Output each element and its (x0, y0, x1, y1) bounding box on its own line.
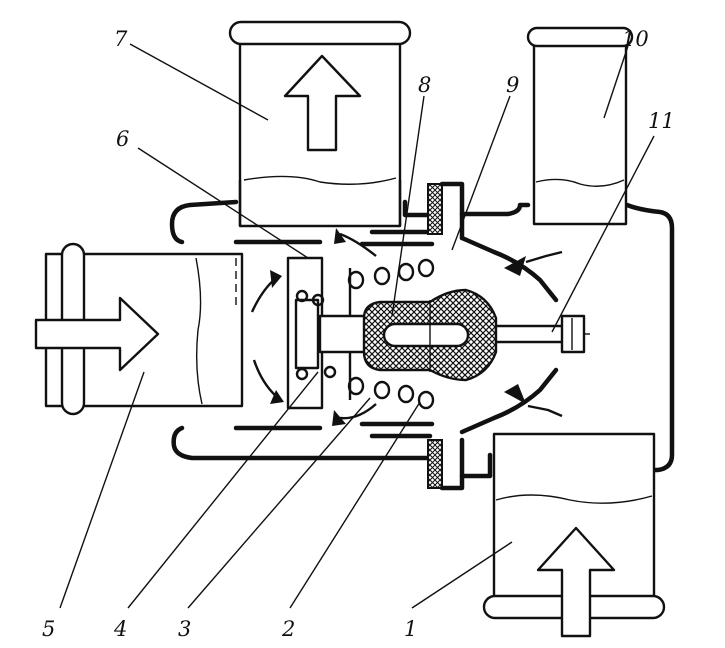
label-2: 2 (281, 617, 295, 641)
label-4: 4 (113, 617, 127, 641)
label-6: 6 (116, 127, 129, 151)
label-9: 9 (506, 73, 519, 97)
flow-arrows (250, 228, 563, 426)
main-spring (347, 258, 435, 410)
thermo-element (362, 288, 498, 382)
inlet-pipe-left (34, 242, 244, 416)
label-10: 10 (622, 27, 649, 51)
label-5: 5 (42, 617, 55, 641)
inlet-pipe-bottom (482, 432, 666, 638)
label-11: 11 (648, 109, 675, 133)
bypass-pipe-top-right (526, 26, 634, 226)
label-7: 7 (114, 27, 128, 51)
label-1: 1 (404, 617, 417, 641)
housing (169, 199, 675, 479)
outlet-pipe-top (228, 20, 412, 228)
label-8: 8 (418, 73, 431, 97)
valve-plate (286, 256, 337, 410)
label-3: 3 (178, 617, 191, 641)
gaskets (427, 181, 465, 491)
part-labels: 7 6 8 9 10 11 5 4 3 2 1 (42, 27, 675, 641)
thermostat-cover (459, 235, 590, 435)
leader-lines (59, 43, 655, 609)
